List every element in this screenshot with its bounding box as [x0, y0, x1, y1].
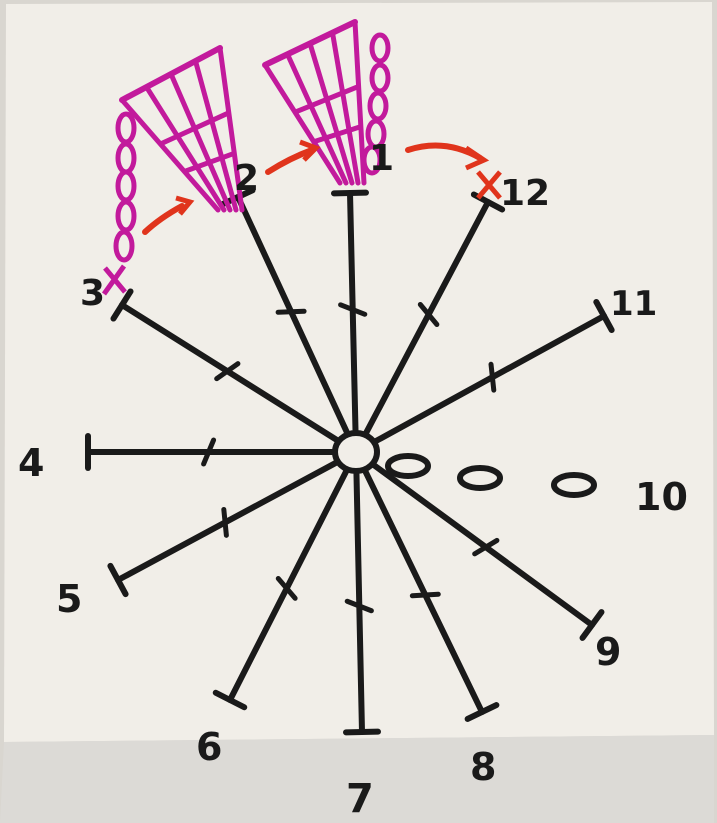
label-6: 6 [196, 725, 222, 769]
label-2: 2 [234, 158, 259, 199]
label-5: 5 [56, 577, 82, 621]
label-11: 11 [610, 284, 657, 324]
label-3: 3 [80, 273, 105, 314]
spoke-end-bar-1 [334, 193, 366, 194]
label-8: 8 [470, 745, 496, 789]
spoke-tick-2 [278, 311, 304, 312]
spoke-end-bar-7 [346, 732, 378, 733]
spoke-tick-11 [491, 364, 494, 390]
label-7: 7 [346, 776, 374, 822]
spoke-tick-5 [224, 509, 227, 535]
label-9: 9 [595, 630, 621, 674]
label-12: 12 [500, 173, 550, 214]
label-4: 4 [18, 441, 44, 485]
label-1: 1 [369, 138, 394, 179]
label-10: 10 [635, 475, 688, 519]
spoke-tick-8 [412, 594, 438, 595]
